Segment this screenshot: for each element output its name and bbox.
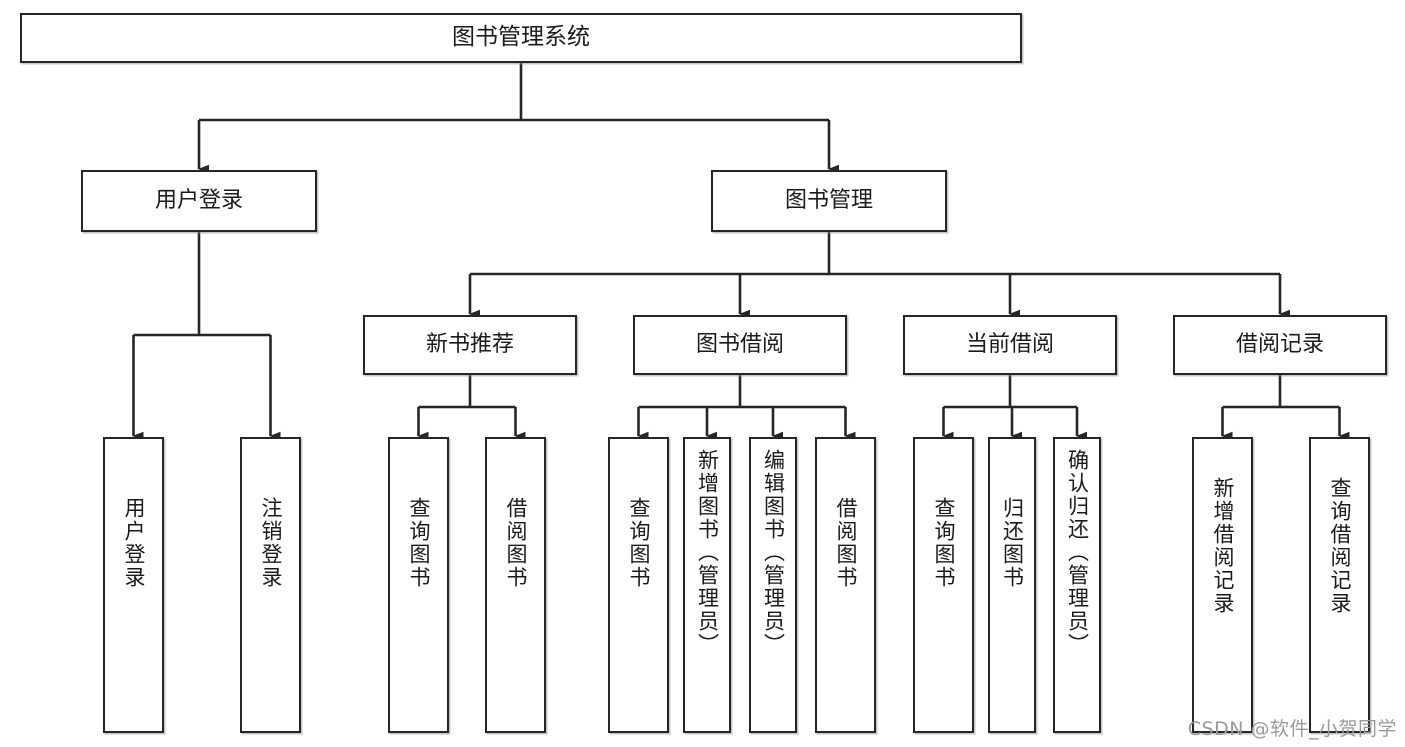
node-label: 当前借阅 xyxy=(965,332,1054,358)
node-label: 图书管理 xyxy=(784,188,873,214)
node-leaf-borrow-book-1[interactable]: 借阅图书 xyxy=(485,437,546,733)
node-leaf-edit-book[interactable]: 编辑图书（管理员） xyxy=(749,437,797,733)
node-label: 图书管理系统 xyxy=(452,24,590,51)
node-label: 图书借阅 xyxy=(695,332,784,358)
node-leaf-add-book[interactable]: 新增图书（管理员） xyxy=(683,437,731,733)
node-current-borrow[interactable]: 当前借阅 xyxy=(903,315,1117,375)
node-label: 新书推荐 xyxy=(425,332,514,358)
node-user-login[interactable]: 用户登录 xyxy=(81,170,317,232)
node-leaf-query-book-1[interactable]: 查询图书 xyxy=(388,437,449,733)
node-leaf-query-book-3[interactable]: 查询图书 xyxy=(913,437,974,733)
node-label: 注销登录 xyxy=(259,497,283,589)
node-label: 确认归还（管理员） xyxy=(1065,449,1090,656)
node-leaf-confirm-return[interactable]: 确认归还（管理员） xyxy=(1053,437,1101,733)
node-borrow-record[interactable]: 借阅记录 xyxy=(1173,315,1387,375)
node-label: 新增借阅记录 xyxy=(1211,477,1235,615)
node-leaf-query-borrow-record[interactable]: 查询借阅记录 xyxy=(1309,437,1370,733)
node-label: 借阅记录 xyxy=(1235,332,1324,358)
node-label: 借阅图书 xyxy=(504,497,528,589)
node-label: 查询借阅记录 xyxy=(1328,477,1352,615)
node-leaf-borrow-book-2[interactable]: 借阅图书 xyxy=(815,437,876,733)
node-label: 用户登录 xyxy=(122,497,146,589)
node-root[interactable]: 图书管理系统 xyxy=(20,13,1022,63)
csdn-watermark: CSDN @软件_小贺同学 xyxy=(1187,718,1397,740)
node-label: 借阅图书 xyxy=(834,497,858,589)
node-leaf-user-logout[interactable]: 注销登录 xyxy=(240,437,301,733)
node-label: 新增图书（管理员） xyxy=(695,449,720,656)
node-leaf-return-book[interactable]: 归还图书 xyxy=(988,437,1036,733)
node-leaf-query-book-2[interactable]: 查询图书 xyxy=(608,437,669,733)
node-label: 归还图书 xyxy=(1000,497,1025,589)
node-new-book-recommend[interactable]: 新书推荐 xyxy=(363,315,577,375)
node-label: 查询图书 xyxy=(627,497,651,589)
node-book-borrow[interactable]: 图书借阅 xyxy=(633,315,847,375)
node-book-manage[interactable]: 图书管理 xyxy=(711,170,947,232)
node-label: 用户登录 xyxy=(154,188,243,214)
node-label: 查询图书 xyxy=(407,497,431,589)
edge-paths xyxy=(132,63,1350,441)
node-leaf-user-login[interactable]: 用户登录 xyxy=(103,437,164,733)
node-leaf-add-borrow-record[interactable]: 新增借阅记录 xyxy=(1192,437,1253,733)
node-label: 编辑图书（管理员） xyxy=(761,449,786,656)
node-label: 查询图书 xyxy=(932,497,956,589)
